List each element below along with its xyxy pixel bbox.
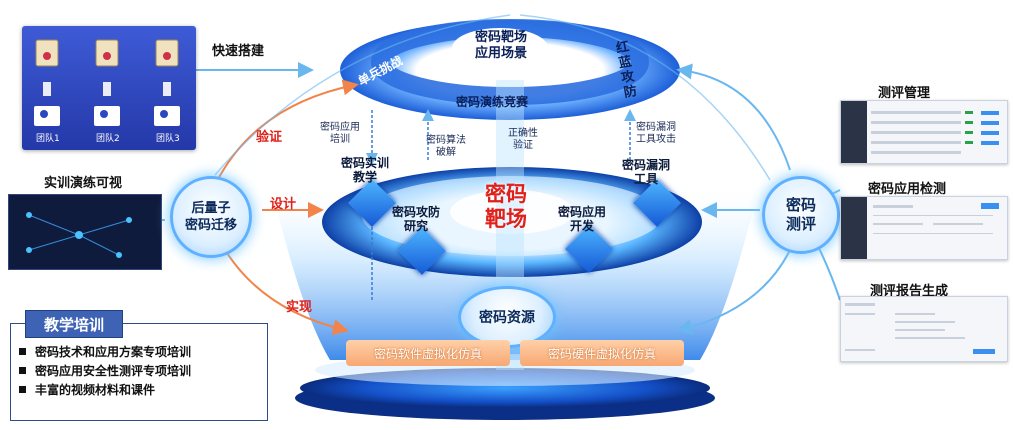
- team-label: 团队3: [156, 134, 180, 144]
- team-label: 团队1: [36, 134, 60, 144]
- implement-label: 实现: [286, 300, 313, 315]
- thumb-report: [845, 303, 995, 354]
- training-item-text: 密码技术和应用方案专项培训: [35, 345, 192, 359]
- report-gen-label: 测评报告生成: [870, 284, 949, 299]
- training-visual-label: 实训演练可视: [44, 176, 123, 191]
- training-item: 丰富的视频材料和课件: [11, 380, 191, 399]
- eval-mgmt-label: 测评管理: [878, 86, 931, 101]
- vuln-tool-label: 密码漏洞 工具: [622, 158, 671, 186]
- training-title-text: 教学培训: [43, 315, 104, 334]
- network-graph: [26, 212, 132, 258]
- app-detect-label: 密码应用检测: [868, 182, 947, 197]
- thumb-sidebar: [841, 101, 867, 163]
- eval-mgmt-screenshot: [840, 100, 1008, 164]
- hardware-sim-button[interactable]: 密码硬件虚拟化仿真: [520, 340, 684, 366]
- thumb-table: [871, 111, 999, 154]
- link-vuln-attack: 密码漏洞 工具攻击: [636, 122, 676, 145]
- teaching-label: 密码实训 教学: [341, 156, 390, 184]
- research-label: 密码攻防 研究: [392, 205, 441, 233]
- link-app-training: 密码应用 培训: [320, 122, 360, 145]
- team-label: 团队2: [96, 134, 120, 144]
- app-detect-screenshot: [840, 196, 1008, 260]
- training-title: 教学培训: [25, 310, 123, 338]
- team-panel: 团队1 团队2 团队3: [22, 26, 196, 150]
- training-item-text: 密码应用安全性测评专项培训: [35, 364, 192, 378]
- verify-label: 验证: [256, 130, 283, 145]
- team-panel-art: [34, 39, 180, 126]
- eval-label: 密码 测评: [785, 196, 816, 233]
- link-algo-crack: 密码算法 破解: [426, 135, 466, 158]
- training-list: 密码技术和应用方案专项培训 密码应用安全性测评专项培训 丰富的视频材料和课件: [11, 342, 191, 399]
- core-title: 密码 靶场: [485, 182, 527, 231]
- training-panel: 教学培训 密码技术和应用方案专项培训 密码应用安全性测评专项培训 丰富的视频材料…: [10, 310, 268, 421]
- thumb-sidebar: [841, 197, 867, 259]
- training-visual-screen: [8, 194, 162, 270]
- resource-bubble: 密码资源: [458, 286, 556, 348]
- dev-label: 密码应用 开发: [558, 205, 607, 233]
- thumb-form: [873, 203, 999, 234]
- drill-contest-label: 密码演练竞赛: [456, 95, 529, 109]
- link-correctness: 正确性 验证: [508, 128, 538, 151]
- training-item: 密码技术和应用方案专项培训: [11, 342, 191, 361]
- quick-build-label: 快速搭建: [212, 44, 265, 59]
- post-quantum-bubble: 后量子 密码迁移: [170, 176, 252, 258]
- training-item-text: 丰富的视频材料和课件: [35, 383, 156, 397]
- design-label: 设计: [270, 197, 297, 212]
- report-gen-screenshot: [840, 296, 1008, 362]
- software-sim-button[interactable]: 密码软件虚拟化仿真: [346, 340, 510, 366]
- ring-center-label: 密码靶场 应用场景: [474, 30, 527, 61]
- eval-bubble: 密码 测评: [762, 176, 840, 254]
- resource-label: 密码资源: [479, 310, 535, 326]
- training-item: 密码应用安全性测评专项培训: [11, 361, 191, 380]
- post-quantum-label: 后量子 密码迁移: [184, 201, 237, 233]
